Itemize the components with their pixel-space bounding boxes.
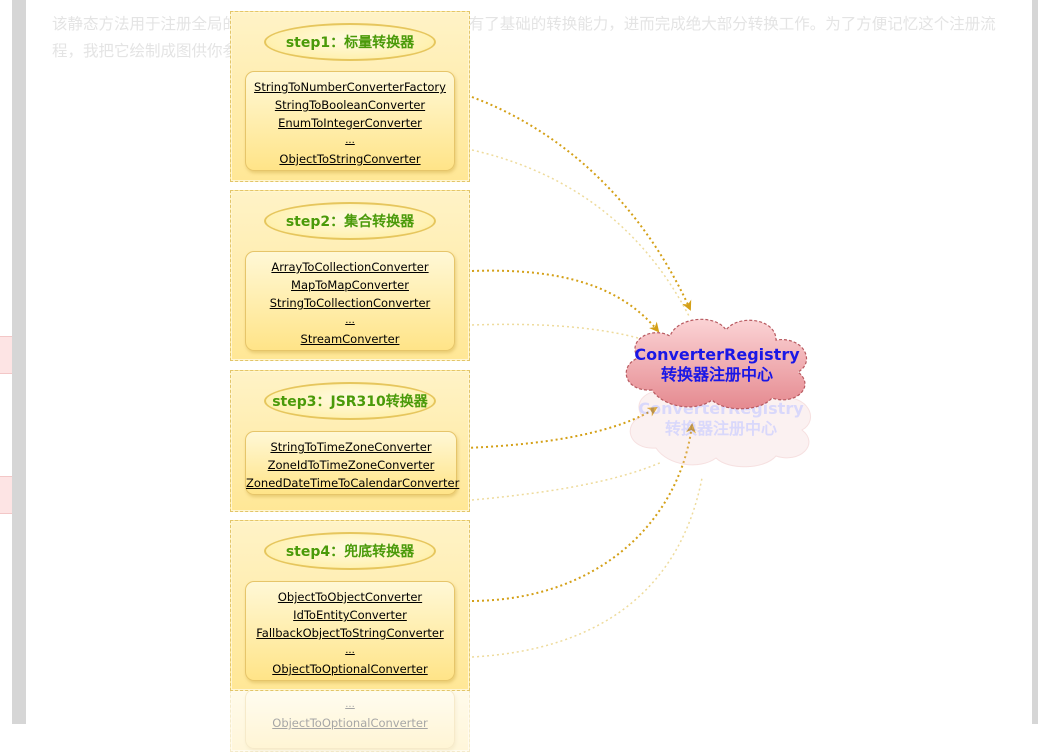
- step3-title-ellipse: step3：JSR310转换器: [264, 382, 436, 420]
- converter-link[interactable]: ZonedDateTimeToCalendarConverter: [246, 476, 460, 490]
- registry-title: ConverterRegistry: [634, 345, 800, 364]
- converter-link[interactable]: ArrayToCollectionConverter: [271, 260, 429, 274]
- step2-title: step2：集合转换器: [285, 214, 415, 230]
- left-scroll-gutter: [12, 0, 26, 724]
- step3-panel: step3：JSR310转换器 StringToTimeZoneConverte…: [230, 370, 470, 512]
- ellipsis-item: ...: [345, 135, 355, 146]
- converter-link[interactable]: ZoneIdToTimeZoneConverter: [267, 458, 435, 472]
- converter-link[interactable]: IdToEntityConverter: [293, 608, 407, 622]
- step3-converter-list: StringToTimeZoneConverter ZoneIdToTimeZo…: [245, 431, 460, 495]
- converter-link[interactable]: FallbackObjectToStringConverter: [256, 626, 444, 640]
- converter-link[interactable]: StringToNumberConverterFactory: [254, 80, 446, 94]
- step4-title: step4：兜底转换器: [285, 544, 415, 560]
- right-scroll-gutter: [1032, 0, 1038, 724]
- step4-converter-list: ObjectToObjectConverter IdToEntityConver…: [245, 581, 455, 681]
- step4-ghost-panel: ... ObjectToOptionalConverter: [230, 689, 470, 752]
- step1-title: step1：标量转换器: [285, 35, 415, 51]
- left-side-tab[interactable]: [0, 336, 12, 374]
- arrow-step1: [471, 96, 692, 311]
- converter-link[interactable]: StreamConverter: [300, 332, 400, 346]
- step4-panel: step4：兜底转换器 ObjectToObjectConverter IdTo…: [230, 520, 470, 691]
- registry-cloud: ConverterRegistry 转换器注册中心: [612, 308, 822, 412]
- diagram-arrows: [465, 96, 703, 658]
- registry-subtitle: 转换器注册中心: [660, 365, 773, 384]
- converter-link[interactable]: StringToCollectionConverter: [269, 296, 431, 310]
- ghost-list-item: ObjectToOptionalConverter: [272, 716, 428, 730]
- arrow-step2: [471, 269, 660, 333]
- step2-converter-list: ArrayToCollectionConverter MapToMapConve…: [245, 251, 455, 351]
- converter-link[interactable]: ObjectToStringConverter: [279, 152, 421, 166]
- converter-link[interactable]: MapToMapConverter: [291, 278, 409, 292]
- step1-title-ellipse: step1：标量转换器: [264, 23, 436, 61]
- step2-panel: step2：集合转换器 ArrayToCollectionConverter M…: [230, 190, 470, 361]
- converter-link[interactable]: StringToBooleanConverter: [274, 98, 426, 112]
- step1-converter-list: StringToNumberConverterFactory StringToB…: [245, 71, 455, 171]
- left-side-tab[interactable]: [0, 476, 12, 514]
- step2-title-ellipse: step2：集合转换器: [264, 202, 436, 240]
- converter-link[interactable]: ObjectToOptionalConverter: [272, 662, 428, 676]
- arrow-step4: [471, 423, 696, 602]
- converter-link[interactable]: EnumToIntegerConverter: [278, 116, 422, 130]
- registry-ghost-line2: 转换器注册中心: [664, 419, 777, 438]
- ghost-list-item: ...: [345, 699, 355, 710]
- step3-title: step3：JSR310转换器: [272, 394, 428, 410]
- ellipsis-item: ...: [345, 645, 355, 656]
- converter-link[interactable]: StringToTimeZoneConverter: [270, 440, 432, 454]
- step4-title-ellipse: step4：兜底转换器: [264, 532, 436, 570]
- converter-link[interactable]: ObjectToObjectConverter: [277, 590, 423, 604]
- step1-panel: step1：标量转换器 StringToNumberConverterFacto…: [230, 11, 470, 182]
- ellipsis-item: ...: [345, 315, 355, 326]
